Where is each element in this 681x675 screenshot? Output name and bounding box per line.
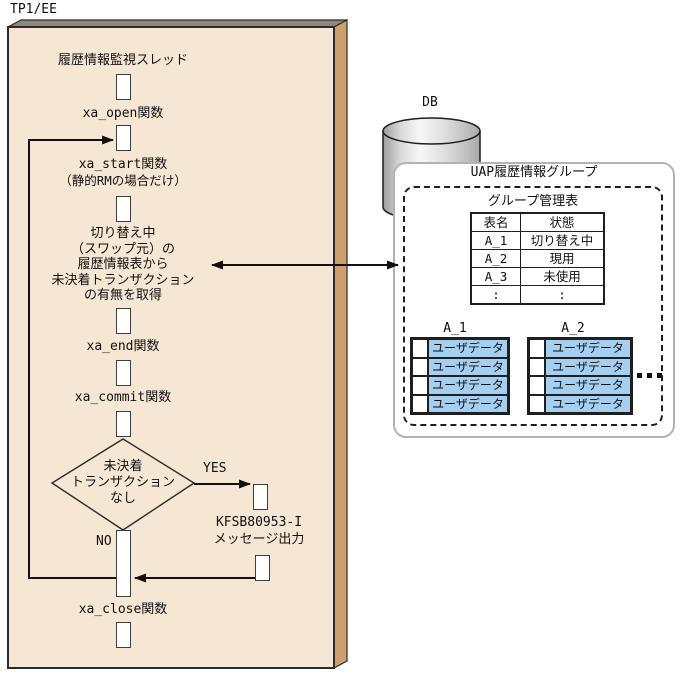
row-marker-cell [412, 357, 428, 376]
mgmt-header-name: 表名 [470, 212, 521, 232]
mgmt-cell-status: : [520, 285, 605, 305]
decision-line-3: なし [109, 491, 137, 506]
user-data-cell: ユーザデータ [545, 376, 631, 395]
mgmt-cell-name: A_3 [470, 267, 521, 286]
mgmt-cell-status: 未使用 [520, 267, 605, 286]
message-output-label: メッセージ出力 [213, 532, 305, 547]
table-row: A_2 現用 [470, 249, 605, 268]
no-label: NO [96, 534, 112, 549]
mgmt-cell-name: A_2 [470, 249, 521, 268]
more-tables-ellipsis-icon [637, 373, 662, 378]
db-label: DB [422, 95, 438, 110]
step-rect-junction [116, 530, 131, 597]
fetch-text-block: 切り替え中 （スワップ元）の 履歴情報表から 未決着トランザクション の有無を取… [51, 226, 194, 304]
ellipsis-dot [657, 373, 662, 378]
xa-start-note: （静的RMの場合だけ） [59, 173, 187, 188]
mgmt-cell-status: 現用 [520, 249, 605, 268]
row-marker-cell [529, 376, 545, 395]
user-data-cell: ユーザデータ [545, 339, 631, 358]
table-row: A_1 切り替え中 [470, 231, 605, 250]
decision-text: 未決着 トランザクション なし [71, 459, 175, 507]
xa-close-label: xa_close関数 [78, 602, 168, 617]
row-marker-cell [412, 394, 428, 413]
row-marker-cell [412, 376, 428, 395]
step-rect-message [255, 555, 270, 581]
uap-group-title: UAP履歴情報グループ [470, 165, 598, 180]
user-data-cell: ユーザデータ [545, 394, 631, 413]
row-marker-cell [529, 394, 545, 413]
fetch-line-2: （スワップ元）の [70, 241, 176, 257]
user-data-cell: ユーザデータ [428, 376, 508, 395]
user-data-cell: ユーザデータ [428, 394, 508, 413]
tp1ee-box-front-face [7, 26, 335, 669]
decision-line-2: トランザクション [70, 475, 176, 490]
ellipsis-dot [637, 373, 642, 378]
message-id-label: KFSB80953-I [215, 515, 303, 530]
xa-end-label: xa_end関数 [86, 339, 160, 354]
user-data-cell: ユーザデータ [428, 339, 508, 358]
xa-start-label: xa_start関数 [78, 157, 168, 172]
step-rect-end [116, 308, 131, 334]
data-table-a2: ユーザデータ ユーザデータ ユーザデータ ユーザデータ [527, 337, 633, 415]
thread-title: 履歴情報監視スレッド [57, 53, 189, 68]
xa-commit-label: xa_commit関数 [74, 390, 172, 405]
fetch-line-1: 切り替え中 [90, 226, 156, 241]
system-label: TP1/EE [10, 2, 57, 17]
group-management-table: 表名 状態 A_1 切り替え中 A_2 現用 A_3 未使用 : : [470, 212, 605, 305]
mgmt-table-title: グループ管理表 [487, 194, 579, 209]
step-rect-start [116, 125, 131, 151]
fetch-line-5: の有無を取得 [83, 288, 163, 303]
table-row: : : [470, 285, 605, 305]
step-rect-close-end [116, 622, 131, 648]
fetch-line-3: 履歴情報表から [77, 257, 169, 272]
user-data-cell: ユーザデータ [545, 357, 631, 376]
step-rect-commit [116, 360, 131, 386]
tp1ee-box-side-face [333, 18, 348, 670]
row-marker-cell [529, 357, 545, 376]
mgmt-cell-name: A_1 [470, 231, 521, 250]
row-marker-cell [412, 339, 428, 358]
db-cylinder-top [382, 117, 481, 145]
fetch-line-4: 未決着トランザクション [51, 272, 195, 288]
decision-line-1: 未決着 [103, 459, 143, 474]
step-rect-fetch [116, 196, 131, 222]
tp1ee-box-top-face [7, 19, 348, 28]
mgmt-header-row: 表名 状態 [470, 212, 605, 232]
mgmt-cell-name: : [470, 285, 521, 305]
step-rect-open [116, 74, 131, 100]
table-row: A_3 未使用 [470, 267, 605, 286]
data-table-a1-label: A_1 [443, 321, 467, 336]
data-table-a2-label: A_2 [561, 321, 585, 336]
ellipsis-dot [647, 373, 652, 378]
xa-open-label: xa_open関数 [82, 106, 164, 121]
user-data-cell: ユーザデータ [428, 357, 508, 376]
row-marker-cell [529, 339, 545, 358]
step-rect-decide [116, 411, 131, 437]
data-table-a1: ユーザデータ ユーザデータ ユーザデータ ユーザデータ [410, 337, 510, 415]
mgmt-header-status: 状態 [520, 212, 605, 232]
loop-back-arrow [28, 135, 116, 579]
yes-label: YES [203, 461, 227, 476]
mgmt-cell-status: 切り替え中 [520, 231, 605, 250]
step-rect-yes-branch [253, 484, 268, 510]
